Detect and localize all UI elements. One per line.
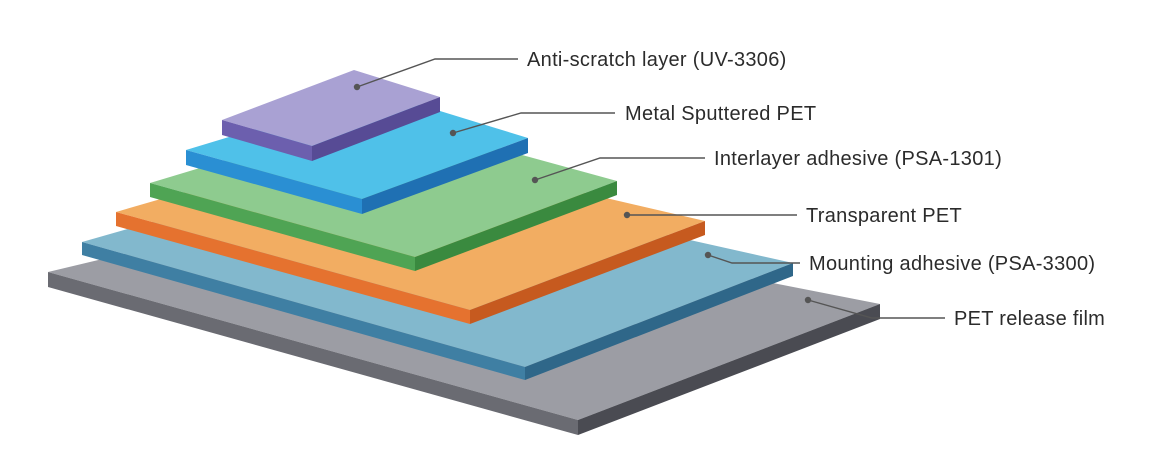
leader-anti-scratch-layer	[353, 58, 518, 91]
layer-labels: Anti-scratch layer (UV-3306) Metal Sputt…	[527, 49, 1105, 330]
label-metal-sputtered-pet: Metal Sputtered PET	[625, 103, 816, 125]
layer-pet-release-film-side	[578, 304, 880, 435]
layer-interlayer-adhesive-front	[150, 183, 415, 271]
leader-line	[707, 254, 800, 264]
leader-line	[534, 157, 705, 181]
leader-pet-release-film	[804, 296, 945, 319]
layer-metal-sputtered-pet	[186, 92, 528, 214]
leader-line	[356, 58, 518, 88]
leader-dot	[804, 296, 812, 304]
layer-transparent-pet-front	[116, 212, 470, 324]
leader-dot	[704, 251, 712, 259]
layer-metal-sputtered-pet-side	[362, 138, 528, 214]
layer-mounting-adhesive-front	[82, 242, 525, 380]
layer-mounting-adhesive-side	[525, 263, 793, 380]
label-anti-scratch-layer: Anti-scratch layer (UV-3306)	[527, 49, 787, 71]
label-transparent-pet: Transparent PET	[806, 205, 962, 227]
leader-dot	[449, 129, 457, 137]
layer-anti-scratch-layer-side	[312, 97, 440, 161]
layer-pet-release-film-front	[48, 272, 578, 435]
layer-anti-scratch-layer-top	[222, 70, 440, 146]
layer-interlayer-adhesive-side	[415, 181, 617, 271]
layer-metal-sputtered-pet-front	[186, 150, 362, 214]
leader-dot	[531, 176, 539, 184]
layer-metal-sputtered-pet-top	[186, 92, 528, 199]
layer-anti-scratch-layer	[222, 70, 440, 161]
leader-transparent-pet	[623, 211, 797, 219]
leader-lines	[353, 58, 945, 319]
leader-dot	[353, 83, 361, 91]
leader-interlayer-adhesive	[531, 157, 705, 184]
layer-transparent-pet-side	[470, 221, 705, 324]
leader-dot	[623, 211, 631, 219]
leader-mounting-adhesive	[704, 251, 800, 264]
label-interlayer-adhesive: Interlayer adhesive (PSA-1301)	[714, 148, 1002, 170]
label-mounting-adhesive: Mounting adhesive (PSA-3300)	[809, 253, 1095, 275]
leader-line	[452, 112, 615, 134]
label-pet-release-film: PET release film	[954, 308, 1105, 330]
layer-anti-scratch-layer-front	[222, 120, 312, 161]
leader-line	[807, 299, 945, 319]
leader-metal-sputtered-pet	[449, 112, 615, 137]
